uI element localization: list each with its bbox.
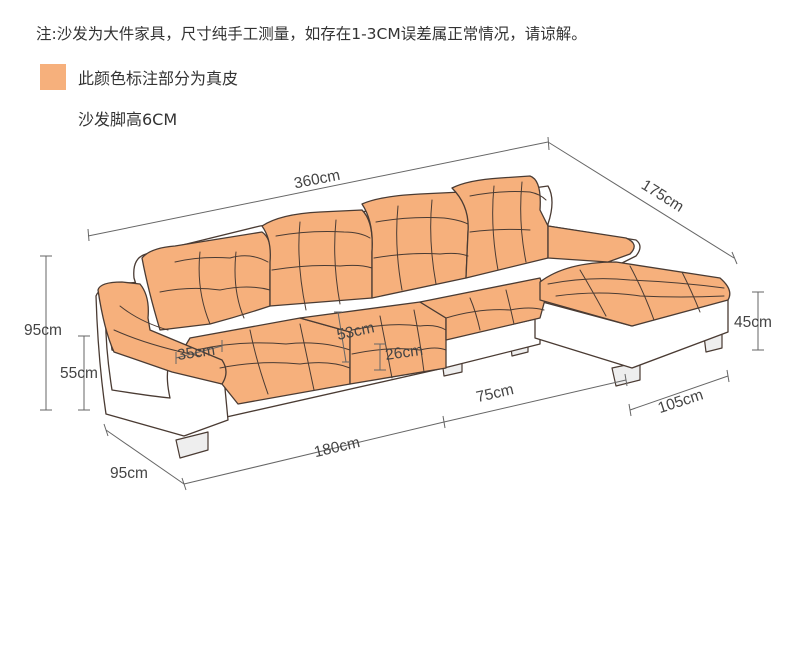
measurement-note: 注:沙发为大件家具，尺寸纯手工测量，如存在1-3CM误差属正常情况，请谅解。 (36, 25, 587, 43)
left-armrest-leather (97, 281, 227, 385)
total-width-label: 360cm (293, 167, 342, 193)
main-section-width-label: 180cm (312, 434, 361, 461)
chaise-length-label: 175cm (638, 177, 686, 216)
leather-legend-label: 此颜色标注部分为真皮 (78, 69, 239, 88)
depth-label: 95cm (110, 465, 148, 482)
feet-height-label: 沙发脚高6CM (78, 110, 178, 129)
backrest-cushion-2 (261, 209, 373, 307)
chaise-width-label: 105cm (656, 386, 706, 417)
armrest-height-label: 55cm (60, 365, 98, 382)
leather-legend: 此颜色标注部分为真皮 (40, 64, 238, 90)
dimension-lines (40, 136, 764, 491)
chaise-arm-leather (547, 225, 635, 263)
overall-height-label: 95cm (24, 322, 62, 339)
chaise-cushion (539, 261, 731, 327)
sofa-drawing (95, 175, 731, 459)
tufting-seams (113, 181, 725, 395)
seat-height-label: 26cm (384, 342, 424, 364)
armrest-width-label: 35cm (176, 342, 216, 364)
middle-section-width-label: 75cm (475, 381, 516, 406)
chaise-height-label: 45cm (734, 314, 772, 331)
leather-color-swatch (40, 64, 66, 90)
